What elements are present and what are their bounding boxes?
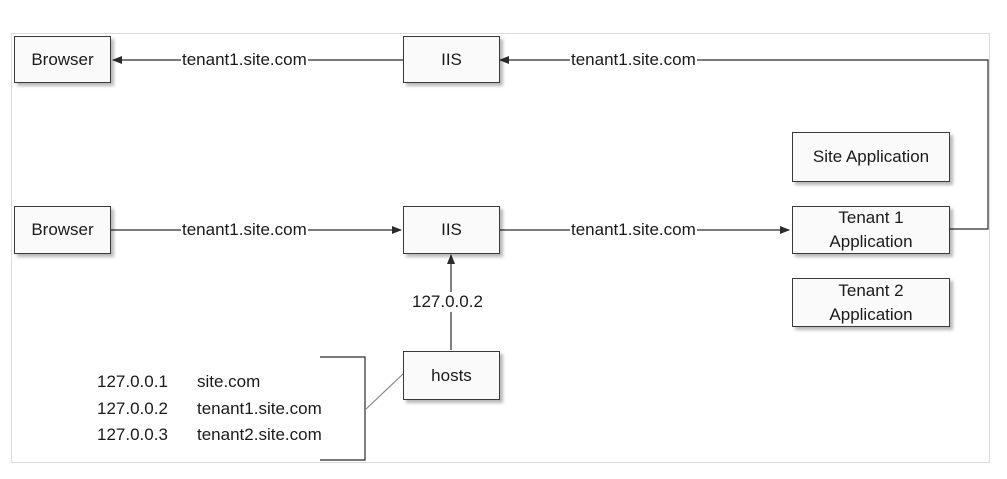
edge-tenant1-to-iis-top [499, 56, 989, 230]
edge-label-browser-to-iis-mid: tenant1.site.com [181, 220, 308, 240]
hosts-entry: 127.0.0.2 tenant1.site.com [97, 398, 322, 420]
hosts-bracket-connector [364, 373, 404, 411]
hosts-entry-ip: 127.0.0.1 [97, 372, 168, 391]
iis-top-box: IIS [403, 36, 500, 83]
browser-top-label: Browser [31, 49, 94, 69]
edge-label-hosts-to-iis: 127.0.0.2 [411, 292, 484, 312]
tenant1-application-box: Tenant 1 Application [792, 206, 950, 254]
tenant2-application-label-line1: Tenant 2 [838, 280, 904, 300]
tenant1-application-label-line1: Tenant 1 [838, 208, 904, 227]
iis-mid-box: IIS [403, 206, 500, 254]
diagram-frame [11, 33, 990, 463]
tenant1-application-label-line2: Application [829, 232, 913, 251]
iis-top-label: IIS [441, 49, 462, 69]
browser-mid-box: Browser [14, 206, 111, 254]
hosts-entry-host: tenant1.site.com [197, 399, 322, 418]
tenant2-application-label-line2: Application [829, 304, 913, 324]
hosts-box: hosts [403, 351, 500, 400]
edge-label-iis-to-tenant1-mid: tenant1.site.com [570, 220, 697, 240]
hosts-label: hosts [431, 365, 472, 385]
edge-label-tenant1-to-iis-top: tenant1.site.com [570, 50, 697, 70]
hosts-bracket [320, 356, 366, 461]
site-application-label: Site Application [812, 147, 930, 166]
edge-label-iis-to-browser-top: tenant1.site.com [181, 50, 308, 70]
tenant2-application-box: Tenant 2 Application [792, 278, 950, 327]
hosts-entry-host: tenant2.site.com [197, 425, 322, 444]
hosts-entry-host: site.com [197, 372, 261, 391]
browser-top-box: Browser [14, 36, 111, 83]
site-application-box: Site Application [792, 132, 950, 182]
hosts-entry: 127.0.0.3 tenant2.site.com [97, 424, 322, 446]
hosts-entry-ip: 127.0.0.2 [97, 399, 168, 418]
hosts-entry-ip: 127.0.0.3 [97, 425, 168, 444]
hosts-entry: 127.0.0.1 site.com [97, 371, 260, 393]
iis-mid-label: IIS [441, 220, 462, 239]
browser-mid-label: Browser [31, 220, 94, 239]
